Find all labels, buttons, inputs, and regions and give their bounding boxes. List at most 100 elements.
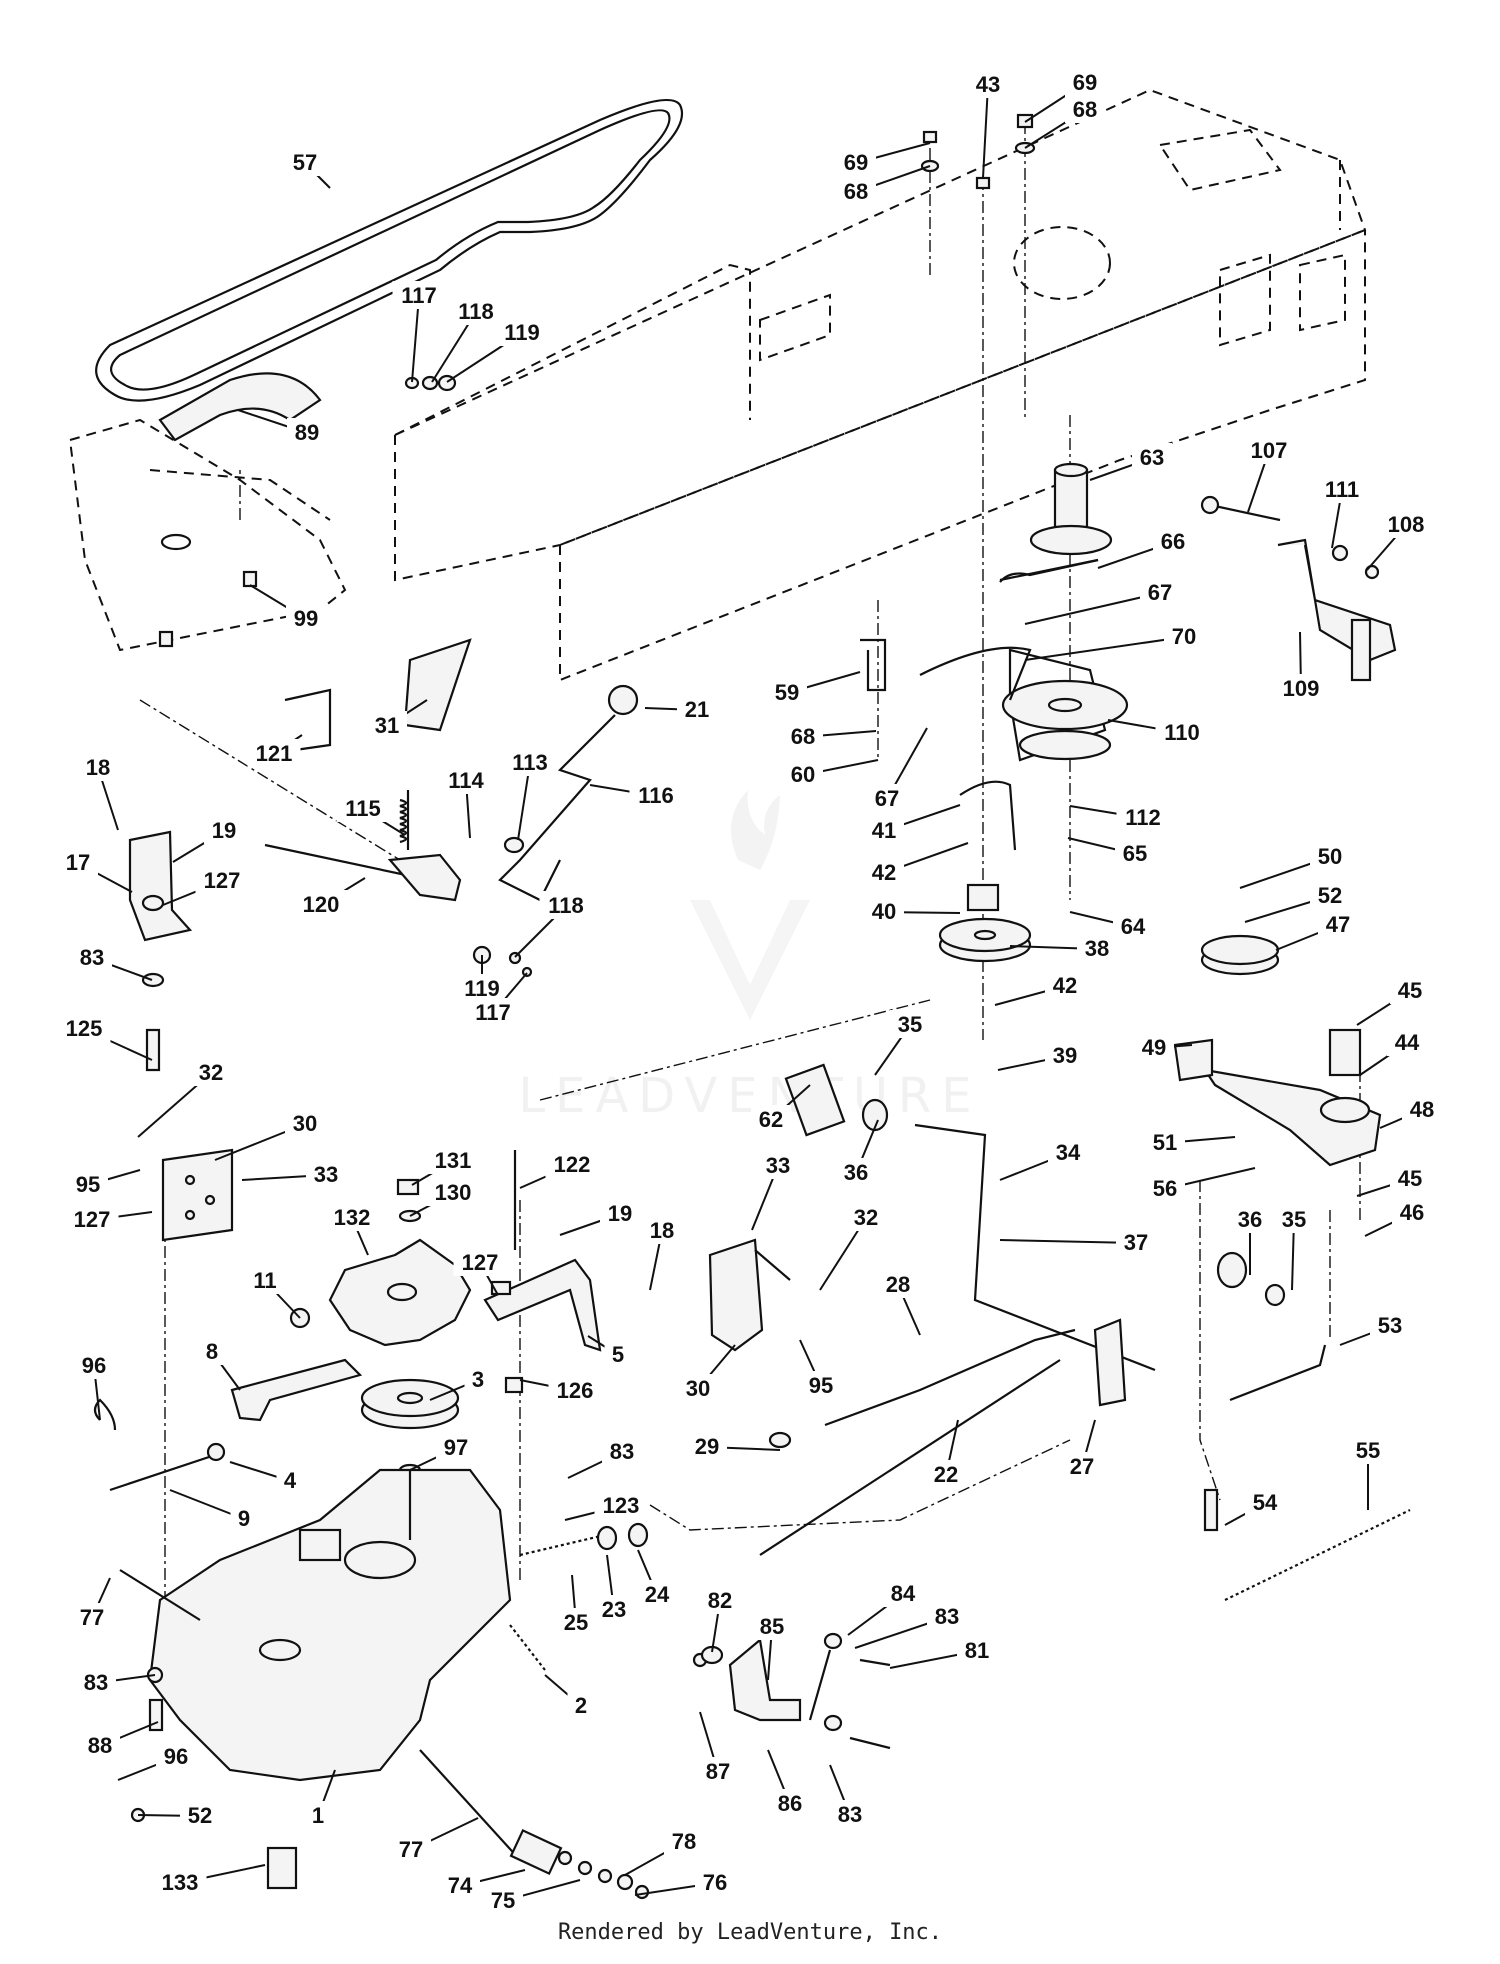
- callout-backdrop: [1315, 475, 1369, 503]
- part-number-callout: 57: [293, 150, 317, 175]
- part-number-callout: 35: [898, 1012, 922, 1037]
- callout-backdrop: [230, 1504, 258, 1532]
- callout-backdrop: [78, 753, 118, 781]
- callout-backdrop: [286, 604, 326, 632]
- part-number-callout: 30: [293, 1111, 317, 1136]
- part-number-callout: 70: [1172, 624, 1196, 649]
- part-number-callout: 64: [1121, 914, 1146, 939]
- callout-backdrop: [758, 1151, 798, 1179]
- part-number-callout: 32: [854, 1205, 878, 1230]
- callout-backdrop: [783, 760, 823, 788]
- part-number-callout: 76: [703, 1870, 727, 1895]
- part-number-callout: 88: [88, 1733, 112, 1758]
- part-number-callout: 95: [809, 1373, 833, 1398]
- part-number-callout: 25: [564, 1610, 588, 1635]
- part-number-callout: 56: [1153, 1176, 1177, 1201]
- callout-backdrop: [836, 177, 876, 205]
- part-number-callout: 18: [86, 755, 110, 780]
- callout-backdrop: [72, 1603, 112, 1631]
- callout-backdrop: [1310, 881, 1350, 909]
- part-number-callout: 33: [766, 1153, 790, 1178]
- part-number-callout: 19: [212, 818, 236, 843]
- part-number-callout: 39: [1053, 1043, 1077, 1068]
- part-number-callout: 112: [1125, 805, 1161, 830]
- callout-backdrop: [629, 781, 683, 809]
- part-number-callout: 89: [295, 420, 319, 445]
- part-number-callout: 122: [554, 1152, 591, 1177]
- callout-backdrop: [545, 1150, 599, 1178]
- callout-backdrop: [687, 1432, 727, 1460]
- part-number-callout: 85: [760, 1614, 784, 1639]
- callout-backdrop: [1115, 839, 1155, 867]
- callout-backdrop: [1045, 971, 1085, 999]
- part-number-callout: 1: [312, 1803, 324, 1828]
- part-number-callout: 123: [603, 1493, 640, 1518]
- hood-panel: [68, 418, 347, 652]
- callout-backdrop: [567, 1691, 595, 1719]
- assembly-center-lines: [139, 122, 1361, 1640]
- callout-backdrop: [1116, 1228, 1156, 1256]
- callout-backdrop: [1274, 674, 1328, 702]
- callout-backdrop: [191, 1058, 231, 1086]
- leadventure-watermark-logo: LEADVENTURE: [518, 790, 972, 1124]
- callout-backdrop: [287, 418, 327, 446]
- callout-backdrop: [867, 784, 907, 812]
- center-bracket: [708, 1238, 791, 1352]
- part-number-callout: 52: [1318, 883, 1342, 908]
- part-number-callout: 118: [458, 299, 494, 324]
- left-brackets: [128, 830, 234, 1242]
- idler-pulleys: [938, 883, 1382, 1167]
- linkage: [692, 1632, 891, 1750]
- callout-backdrop: [440, 1871, 480, 1899]
- part-number-callout: 43: [976, 72, 1000, 97]
- part-number-callout: 83: [935, 1604, 959, 1629]
- callout-backdrop: [1390, 1164, 1430, 1192]
- callout-backdrop: [539, 891, 593, 919]
- part-number-callout: 32: [199, 1060, 223, 1085]
- callout-backdrop: [700, 1586, 740, 1614]
- callout-backdrop: [1077, 934, 1117, 962]
- part-number-callout: 45: [1398, 978, 1422, 1003]
- callout-backdrop: [642, 1216, 682, 1244]
- callout-backdrop: [426, 1146, 480, 1174]
- arm-8: [93, 1307, 363, 1492]
- callout-leader: [982, 84, 989, 179]
- callout-backdrop: [1348, 1436, 1388, 1464]
- callout-backdrop: [1062, 1452, 1102, 1480]
- part-number-callout: 117: [475, 1000, 511, 1025]
- electric-clutch: [919, 462, 1129, 762]
- callout-backdrop: [1245, 1488, 1285, 1516]
- part-number-callout: 51: [1153, 1130, 1177, 1155]
- part-number-callout: 19: [608, 1201, 632, 1226]
- callout-backdrop: [548, 1376, 602, 1404]
- part-number-callout: 2: [575, 1693, 587, 1718]
- callout-leader: [999, 1239, 1137, 1244]
- part-number-callout: 116: [638, 783, 674, 808]
- callout-backdrop: [751, 1105, 791, 1133]
- callout-backdrop: [80, 1731, 120, 1759]
- callout-backdrop: [153, 1868, 207, 1896]
- part-number-callout: 95: [76, 1172, 100, 1197]
- callout-backdrop: [1113, 912, 1153, 940]
- part-number-callout: 86: [778, 1791, 802, 1816]
- part-number-callout: 83: [80, 945, 104, 970]
- callout-leader: [1024, 592, 1161, 625]
- callout-backdrop: [637, 1580, 677, 1608]
- callout-backdrop: [927, 1602, 967, 1630]
- part-number-callout: 114: [448, 768, 484, 793]
- callout-backdrop: [1392, 1198, 1432, 1226]
- part-number-callout: 35: [1282, 1207, 1306, 1232]
- part-number-callout: 36: [1238, 1207, 1262, 1232]
- callout-backdrop: [556, 1608, 596, 1636]
- part-number-callout: 113: [512, 750, 548, 775]
- callout-backdrop: [1153, 527, 1193, 555]
- part-number-callout: 74: [448, 1873, 473, 1898]
- callout-backdrop: [883, 1579, 923, 1607]
- callout-backdrop: [864, 816, 904, 844]
- part-number-callout: 87: [706, 1759, 730, 1784]
- callout-backdrop: [74, 1351, 114, 1379]
- callout-backdrop: [1065, 68, 1105, 96]
- part-number-callout: 127: [204, 868, 241, 893]
- callout-backdrop: [325, 1203, 379, 1231]
